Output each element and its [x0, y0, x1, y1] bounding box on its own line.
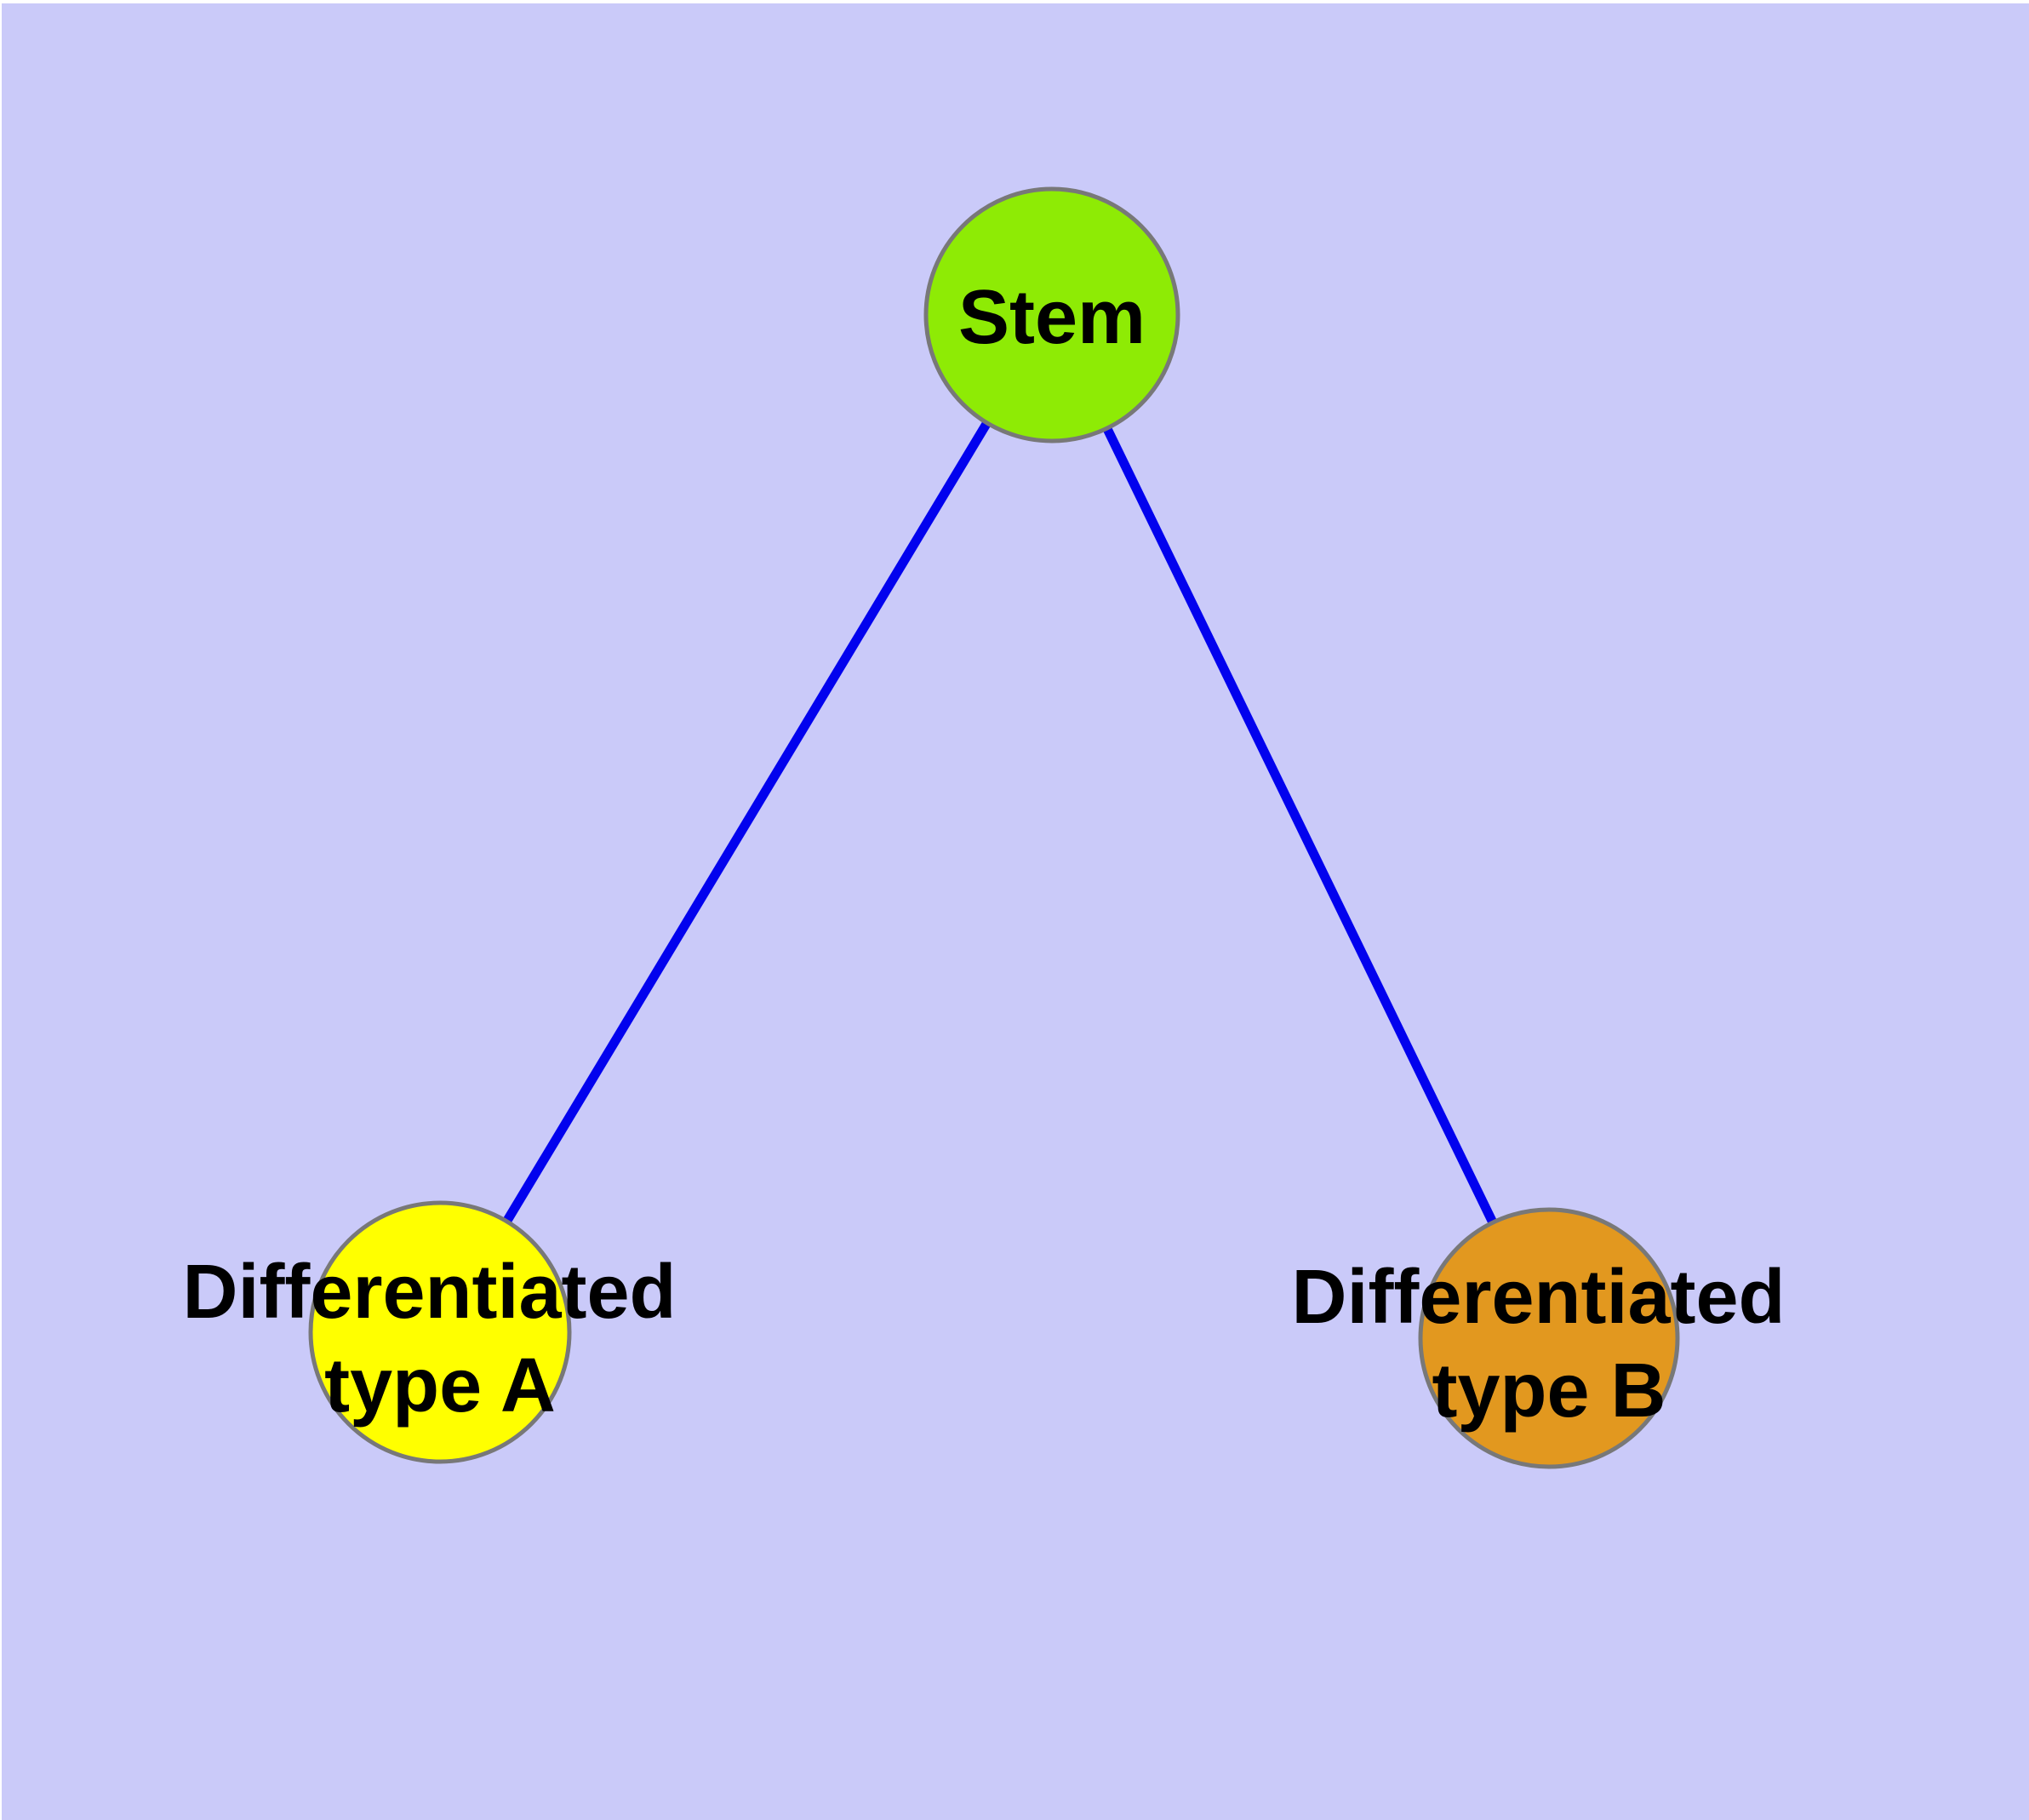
type-a-node — [308, 1200, 572, 1464]
stem-node-label: Stem — [958, 275, 1146, 360]
edge-stem-to-type-b — [1048, 312, 1553, 1341]
edge-stem-to-type-a — [436, 312, 1056, 1335]
type-b-node-label-line1: Differentiated — [1291, 1255, 1785, 1340]
type-b-node-label-line2: type B — [1432, 1348, 1666, 1434]
stem-node — [923, 186, 1180, 444]
type-b-node-label: Differentiated type B — [1291, 1255, 1806, 1434]
type-a-node-label: Differentiated type A — [182, 1250, 697, 1428]
type-b-node — [1418, 1207, 1680, 1469]
type-a-node-label-line2: type A — [324, 1343, 556, 1428]
type-a-node-label-line1: Differentiated — [182, 1250, 676, 1335]
